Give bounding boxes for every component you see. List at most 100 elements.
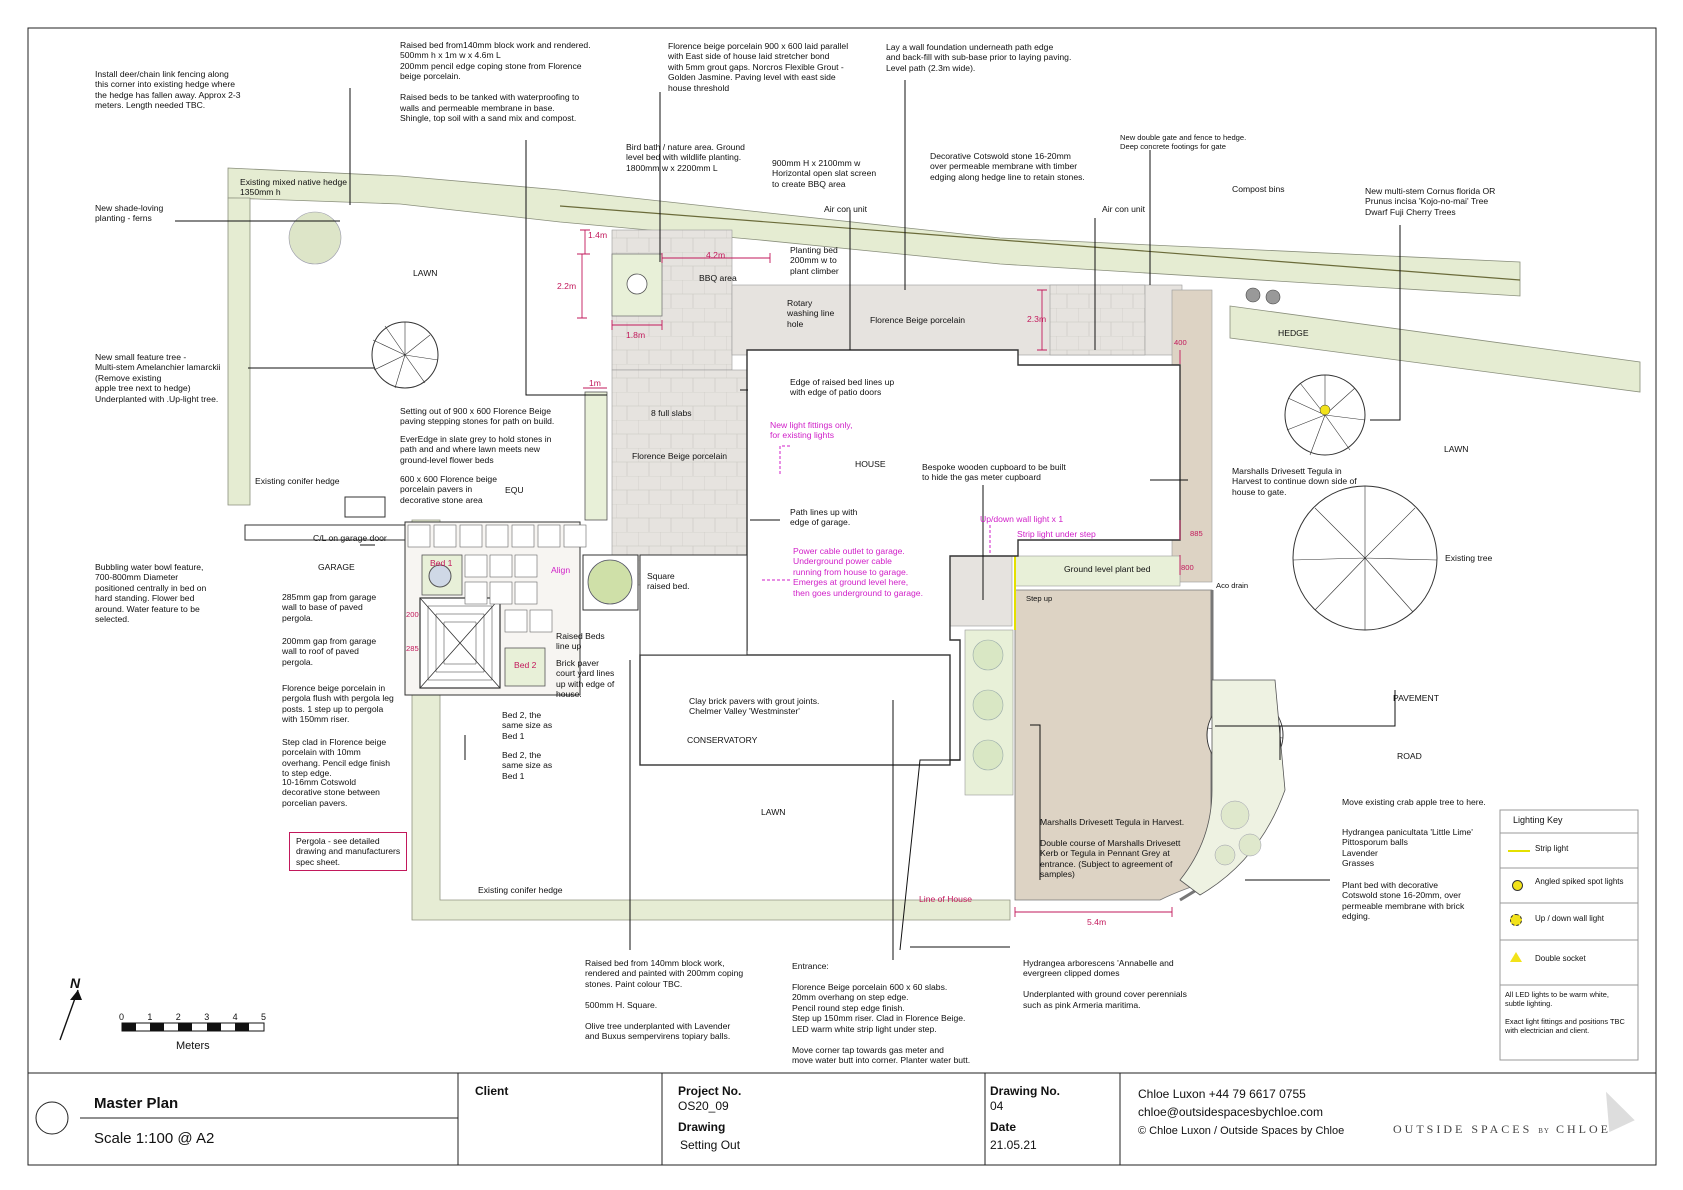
label-align: Align (551, 565, 570, 575)
note-hydrangea-planting-line: Hydrangea panicultata 'Little Lime' (1342, 827, 1473, 837)
legend-notes-line (1505, 1008, 1625, 1017)
note-gap-285-line: 285mm gap from garage (282, 592, 377, 602)
note-raised-bed-line: beige porcelain. (400, 71, 461, 82)
label-florence-mid: Florence Beige porcelain (632, 451, 727, 461)
note-entrance-line: LED warm white strip light under step. (792, 1023, 937, 1034)
note-bed2-a-line: Bed 2, the (502, 710, 542, 720)
date-value: 21.05.21 (990, 1138, 1037, 1152)
note-new-gate-line: Deep concrete footings for gate (1120, 142, 1226, 152)
note-hydrangea-arb-line: evergreen clipped domes (1023, 968, 1120, 979)
scale-tick-label: 0 (119, 1012, 125, 1022)
note-brick-court-line: up with edge of (556, 678, 615, 689)
note-raised-bed-bottom-line (585, 1010, 743, 1020)
note-deer-fence-line: the hedge has fallen away. Approx 2-3 (95, 89, 241, 100)
dim-800-line: 800 (1181, 563, 1194, 572)
note-shade-planting-line: New shade-loving (95, 203, 164, 213)
dim-2-3: 2.3m (1027, 314, 1046, 324)
contact-email: chloe@outsidespacesbychloe.com (1138, 1105, 1323, 1119)
label-aircon1-line: Air con unit (824, 204, 867, 214)
note-crab-apple-line: Move existing crab apple tree to here. (1342, 797, 1486, 807)
plan-title: Master Plan (94, 1095, 179, 1112)
label-aco-drain-line: Aco drain (1216, 581, 1249, 590)
label-equ-line: EQU (505, 485, 524, 495)
note-clay-pavers-line: Clay brick pavers with grout joints. (689, 696, 820, 706)
left-hedge (227, 197, 251, 506)
note-drivesett-main-line: Double course of Marshalls Drivesett (1040, 837, 1181, 848)
note-power-cable-line: then goes underground to garage. (793, 587, 923, 598)
dim-2-2-line: 2.2m (557, 281, 577, 291)
note-square-raised-line: Square (647, 571, 675, 581)
dim-5-4-line: 5.4m (1087, 917, 1107, 927)
label-align-line: Align (551, 565, 571, 575)
note-power-cable-line: Power cable outlet to garage. (793, 546, 905, 556)
label-updown-light: Up/down wall light x 1 (980, 514, 1063, 524)
label-lawn-south-line: LAWN (761, 807, 786, 817)
note-cotswold-pavers-line: porcelian pavers. (282, 797, 348, 808)
note-raised-bed-line: Shingle, top soil with a sand mix and co… (400, 113, 577, 124)
note-patio-doors-line: Edge of raised bed lines up (790, 377, 895, 387)
note-cupboard-line: to hide the gas meter cupboard (922, 472, 1041, 483)
tree-cornus (1284, 374, 1366, 456)
brand-name: CHLOE (1555, 1122, 1611, 1136)
note-raised-bed-bottom-line: Raised bed from 140mm block work, (585, 958, 725, 968)
north-arrow (59, 989, 82, 1041)
dim-200-line: 200 (406, 610, 419, 619)
note-pergola-porcelain-line: posts. 1 step up to pergola (282, 703, 384, 714)
note-hydrangea-planting-line: Lavender (1342, 847, 1378, 858)
legend-title: Lighting Key (1513, 815, 1563, 825)
note-rotary-line: hole (787, 318, 804, 329)
note-raised-bed-bottom-line: rendered and painted with 200mm coping (585, 968, 744, 979)
note-drivesett-main-line: entrance. (Subject to agreement of (1040, 858, 1173, 869)
double-socket-icon (1510, 952, 1522, 962)
dim-1m-line: 1m (589, 378, 601, 388)
dim-1m: 1m (589, 378, 601, 388)
dim-400: 400 (1174, 338, 1187, 347)
label-eight-slabs-line: 8 full slabs (651, 408, 692, 418)
note-hydrangea-arb-line: Underplanted with ground cover perennial… (1023, 989, 1187, 1000)
note-florence-paving-line: house threshold (668, 82, 730, 93)
legend-notes: All LED lights to be warm white,subtle l… (1505, 990, 1625, 1035)
note-cornus-line: Dwarf Fuji Cherry Trees (1365, 206, 1456, 217)
note-entrance: Entrance: Florence Beige porcelain 600 x… (792, 961, 970, 1066)
label-house-line: HOUSE (855, 459, 886, 469)
spot-light-icon (1512, 880, 1523, 891)
note-entrance-line: Step up 150mm riser. Clad in Florence Be… (792, 1013, 966, 1024)
label-conifer-bottom: Existing conifer hedge (478, 885, 563, 895)
legend-notes-line: subtle lighting. (1505, 999, 1553, 1009)
note-slat-screen-line: 900mm H x 2100mm w (772, 158, 861, 168)
note-path-garage-line: edge of garage. (790, 517, 851, 528)
note-entrance-line (792, 971, 970, 981)
label-existing-tree-line: Existing tree (1445, 553, 1493, 563)
note-setting-out-line: Setting out of 900 x 600 Florence Beige (400, 406, 551, 416)
label-florence-top-line: Florence Beige porcelain (870, 315, 966, 325)
note-water-bowl-line: hard standing. Flower bed (95, 593, 195, 604)
copyright: © Chloe Luxon / Outside Spaces by Chloe (1138, 1125, 1345, 1137)
note-pergola-box-line: drawing and manufacturers (296, 846, 401, 857)
label-aircon1: Air con unit (824, 204, 867, 214)
note-amelanchier-line: apple tree next to hedge) (95, 383, 191, 394)
top-hedge (227, 167, 1521, 297)
note-planting-bed-line: plant climber (790, 265, 839, 276)
dim-285: 285 (406, 644, 419, 653)
dim-1-8: 1.8m (626, 330, 645, 340)
note-hydrangea-planting-line: Grasses (1342, 858, 1374, 869)
note-bed2-b-line: Bed 1 (502, 770, 525, 781)
note-plant-bed-stone-line: Plant bed with decorative (1342, 880, 1439, 890)
note-bed2-b-line: same size as (502, 760, 553, 771)
note-cotswold-stone-line: edging along hedge line to retain stones… (930, 171, 1085, 182)
legend-notes-line: with electrician and client. (1505, 1026, 1590, 1036)
label-strip-step-line: Strip light under step (1017, 529, 1096, 539)
note-step-clad-line: porcelain with 10mm (282, 747, 361, 758)
note-florence-paving: Florence beige porcelain 900 x 600 laid … (668, 41, 848, 93)
note-raised-bed-line: 200mm pencil edge coping stone from Flor… (400, 60, 582, 71)
note-entrance-line: Entrance: (792, 961, 829, 971)
note-water-bowl-line: positioned centrally in bed on (95, 582, 207, 593)
note-new-gate: New double gate and fence to hedge.Deep … (1120, 133, 1246, 152)
